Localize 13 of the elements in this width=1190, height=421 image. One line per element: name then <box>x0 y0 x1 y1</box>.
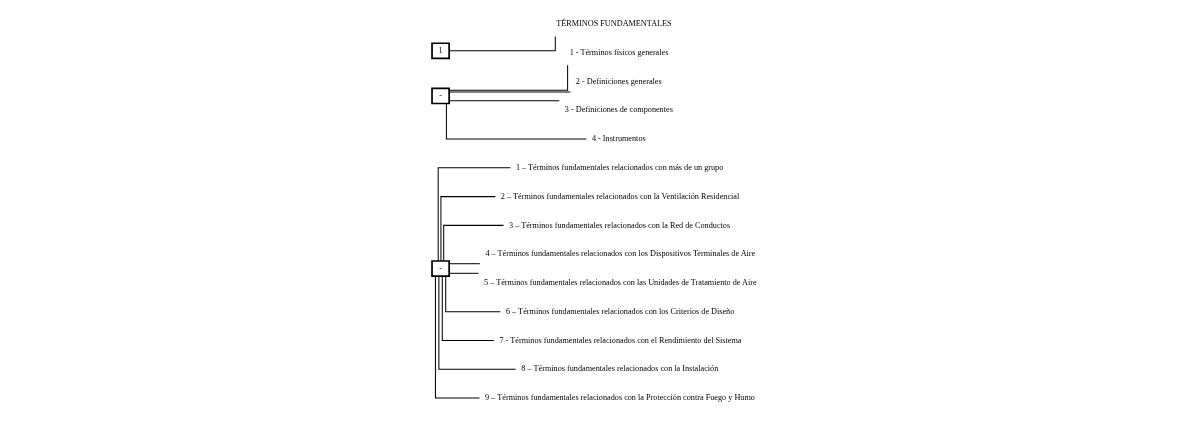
connector <box>440 195 496 261</box>
connector <box>448 91 571 93</box>
connector <box>438 275 517 370</box>
connector <box>448 262 481 264</box>
connector <box>441 275 495 341</box>
connector <box>448 272 480 274</box>
connector <box>443 224 505 261</box>
connector <box>448 64 569 91</box>
connector <box>437 166 511 261</box>
connector <box>445 102 587 140</box>
connector <box>434 275 480 398</box>
connector <box>445 275 501 312</box>
connector <box>448 99 560 101</box>
